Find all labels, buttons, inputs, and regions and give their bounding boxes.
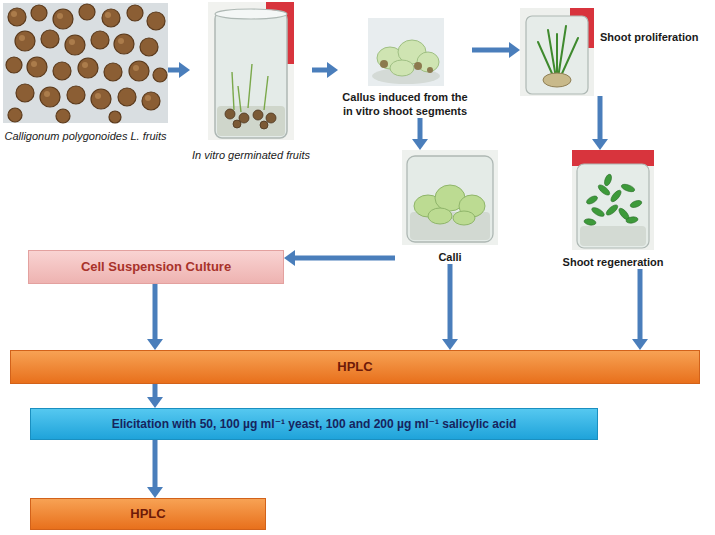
arrow-head (592, 139, 608, 150)
fruits-photo-caption-node: Calligonum polygonoides L. fruits (3, 3, 168, 143)
arrow-shaft (168, 68, 180, 73)
photo-caption: In vitro germinated fruits (190, 148, 312, 162)
box-label: Cell Suspension Culture (81, 259, 231, 275)
band-label: Elicitation with 50, 100 µg ml⁻¹ yeast, … (112, 416, 517, 432)
arrow-head (147, 397, 163, 408)
elicitation-band: Elicitation with 50, 100 µg ml⁻¹ yeast, … (30, 408, 598, 440)
calli-photo-caption-node: Calli (395, 150, 505, 264)
photo-caption: Shoot proliferation (600, 8, 710, 44)
shoot-regeneration-photo (572, 150, 654, 250)
analysis-band: HPLC (10, 350, 700, 384)
arrow-shaft (312, 68, 328, 73)
shoot-proliferation-photo (520, 8, 594, 96)
arrow-shaft (448, 264, 453, 340)
arrow-shaft (153, 384, 158, 398)
shoot-proliferation-node: Shoot proliferation (520, 8, 710, 96)
shoot-regeneration-node: Shoot regeneration (550, 150, 676, 269)
germination-jar-photo (208, 2, 294, 140)
flow-arrow (472, 42, 520, 58)
arrow-head (147, 487, 163, 498)
arrow-shaft (598, 96, 603, 140)
analysis-box: HPLC (30, 498, 266, 530)
flow-arrow (147, 284, 163, 350)
arrow-head (442, 339, 458, 350)
flow-arrow (168, 62, 190, 78)
flow-arrow (312, 62, 338, 78)
fruits-photo (3, 3, 168, 123)
photo-caption: Shoot regeneration (550, 255, 676, 269)
arrow-head (284, 250, 295, 266)
arrow-shaft (153, 440, 158, 488)
arrow-head (327, 62, 338, 78)
flow-arrow (147, 384, 163, 408)
arrow-shaft (418, 118, 423, 140)
arrow-head (179, 62, 190, 78)
arrow-shaft (294, 256, 395, 261)
callus-photo (368, 18, 444, 86)
calli-photo (402, 150, 498, 245)
process-box: Cell Suspension Culture (28, 250, 284, 284)
flow-arrow (147, 440, 163, 498)
arrow-head (412, 139, 428, 150)
flow-arrow (412, 118, 428, 150)
flow-arrow (632, 269, 648, 350)
flow-arrow (284, 250, 395, 266)
arrow-shaft (153, 284, 158, 340)
band-label: HPLC (337, 359, 372, 375)
photo-caption: Calli (395, 250, 505, 264)
box-label: HPLC (130, 506, 165, 522)
germination-photo-caption-node: In vitro germinated fruits (190, 2, 312, 162)
arrow-head (632, 339, 648, 350)
flow-arrow (442, 264, 458, 350)
arrow-shaft (638, 269, 643, 340)
arrow-head (147, 339, 163, 350)
callus-photo-caption-node: Callus induced from the in vitro shoot s… (338, 18, 472, 118)
photo-caption: Calligonum polygonoides L. fruits (3, 129, 168, 143)
arrow-shaft (472, 48, 510, 53)
flow-arrow (592, 96, 608, 150)
photo-caption: Callus induced from the in vitro shoot s… (338, 90, 472, 118)
arrow-head (509, 42, 520, 58)
